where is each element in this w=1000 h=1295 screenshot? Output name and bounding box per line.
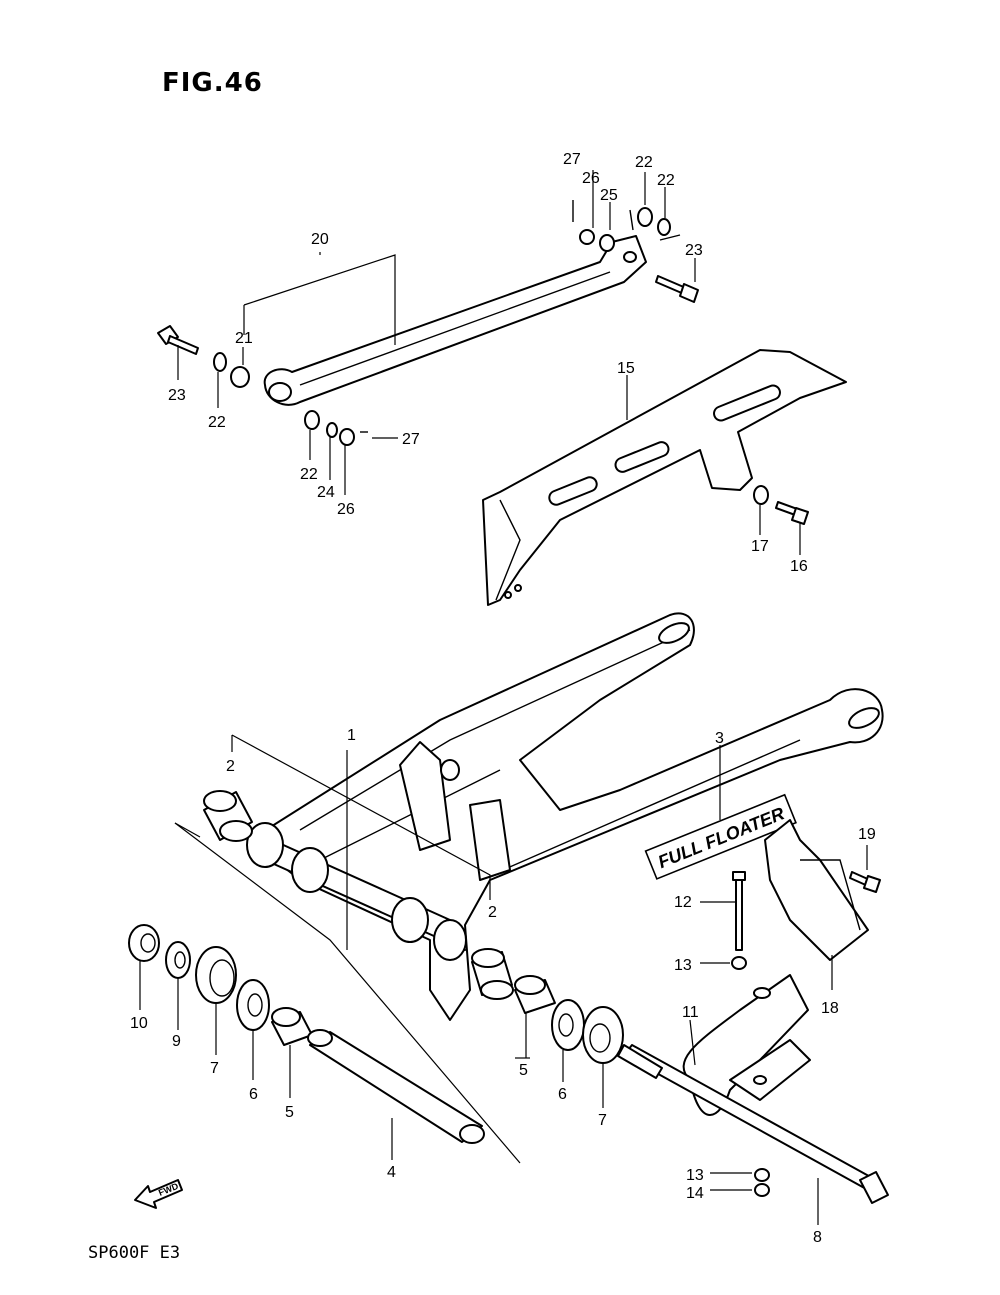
callout-7-left: 7: [210, 1060, 219, 1077]
callout-5-right: 5: [519, 1062, 528, 1079]
chain-case-part-15: [482, 349, 847, 606]
swingarm-part-1: FULL FLOATER: [246, 612, 884, 1021]
callout-24: 24: [317, 484, 335, 501]
washers-part-13-14: [731, 956, 770, 1197]
callout-22-lower: 22: [300, 466, 318, 483]
washer-part-6-right: [551, 999, 585, 1051]
callout-20: 20: [311, 231, 329, 248]
callout-23-right: 23: [685, 242, 703, 259]
callout-8: 8: [813, 1229, 822, 1246]
callout-6-right: 6: [558, 1086, 567, 1103]
callout-23-left: 23: [168, 387, 186, 404]
callout-13-lower: 13: [686, 1167, 704, 1184]
callout-27-top: 27: [563, 151, 581, 168]
callout-6-left: 6: [249, 1086, 258, 1103]
collar-part-5-left: [271, 1007, 313, 1046]
callout-16: 16: [790, 558, 808, 575]
callout-labels: 1 2 2 3 4 5 5 6 6 7 7 8 9 10 11 12 13 13…: [130, 151, 876, 1246]
figure-title: FIG.46: [162, 68, 263, 98]
model-code: SP600F E3: [88, 1243, 181, 1263]
callout-4: 4: [387, 1164, 396, 1181]
chain-adjuster-part-11: [682, 974, 811, 1116]
callout-10: 10: [130, 1015, 148, 1032]
torque-link-part-20: [263, 235, 647, 406]
callout-15: 15: [617, 360, 635, 377]
bearing-part-2-left: [203, 790, 253, 842]
callout-18: 18: [821, 1000, 839, 1017]
dust-seal-part-7-right: [582, 1006, 624, 1064]
pivot-shaft-part-4: [307, 1029, 485, 1144]
callout-1: 1: [347, 727, 356, 744]
fwd-arrow-icon: FWD: [134, 1179, 183, 1209]
callout-17: 17: [751, 538, 769, 555]
bearing-part-2-right: [471, 948, 514, 1000]
callout-26-top: 26: [582, 170, 600, 187]
callout-27-right: 27: [402, 431, 420, 448]
bolt-part-12: [732, 871, 746, 951]
axle-part-8: [617, 1044, 889, 1204]
callout-2-left: 2: [226, 758, 235, 775]
bolt-part-23-right: [655, 275, 699, 303]
callout-14: 14: [686, 1185, 704, 1202]
dust-seal-part-7-left: [195, 946, 237, 1004]
bolt-part-19: [849, 871, 881, 893]
collar-part-5-right: [514, 975, 556, 1014]
callout-11: 11: [682, 1004, 699, 1021]
callout-22-top-right: 22: [657, 172, 675, 189]
callout-26-lower: 26: [337, 501, 355, 518]
callout-25: 25: [600, 187, 618, 204]
washer-part-6-left: [236, 979, 270, 1031]
callout-13-upper: 13: [674, 957, 692, 974]
nut-part-10: [128, 924, 160, 962]
callout-leaders: [139, 170, 868, 1225]
callout-3: 3: [715, 730, 724, 747]
callout-19: 19: [858, 826, 876, 843]
callout-2-right: 2: [488, 904, 497, 921]
torque-link-hardware: [213, 200, 681, 446]
assembly-leader-lines: [174, 252, 521, 1164]
bolt-part-23-left: [157, 325, 199, 355]
chain-guard-part-18: [764, 819, 869, 961]
bolt-part-16-washer-17: [753, 485, 809, 525]
washer-part-9: [165, 941, 191, 979]
callout-22-left: 22: [208, 414, 226, 431]
callout-5-left: 5: [285, 1104, 294, 1121]
callout-21: 21: [235, 330, 253, 347]
callout-12: 12: [674, 894, 692, 911]
callout-7-right: 7: [598, 1112, 607, 1129]
callout-9: 9: [172, 1033, 181, 1050]
callout-22-top: 22: [635, 154, 653, 171]
